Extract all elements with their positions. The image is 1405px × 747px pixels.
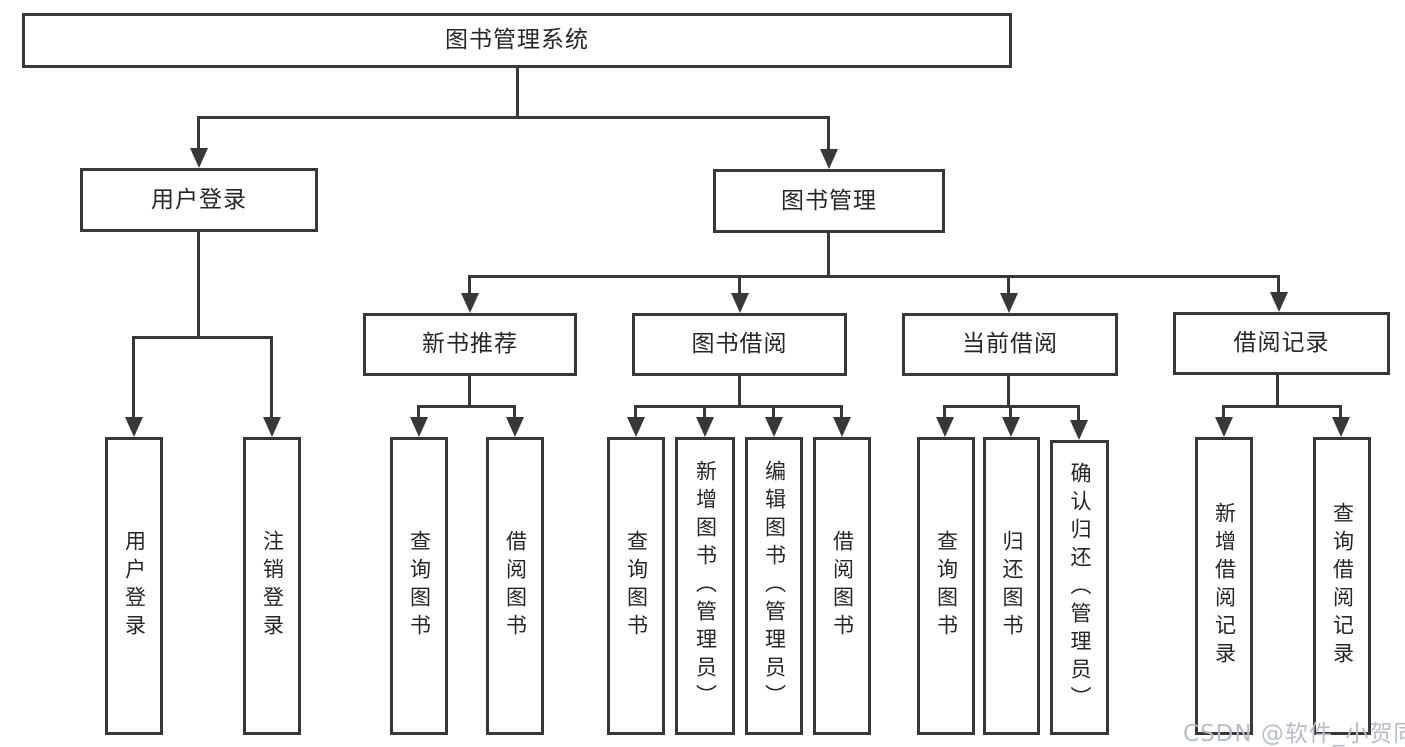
connector-rec-query-drop <box>417 405 420 421</box>
connector-cb-confirm-drop <box>1077 405 1080 424</box>
connector-new-book-rec-rail <box>417 405 516 408</box>
connector-book-borrow-drop <box>738 275 741 297</box>
node-book-management-system: 图书管理系统 <box>22 13 1012 68</box>
connector-book-mgmt-stem <box>827 233 830 277</box>
connector-br-add-drop <box>1222 405 1225 421</box>
arrowhead-bb-borrow <box>833 417 851 437</box>
leaf-cb-confirm-return-admin: 确认归还（管理员） <box>1050 440 1109 735</box>
arrowhead-bb-add <box>696 417 714 437</box>
connector-logout-leaf-drop <box>270 336 273 421</box>
connector-root-stem <box>516 68 519 119</box>
leaf-cb-query-books: 查询图书 <box>917 437 975 735</box>
leaf-bb-borrow-books: 借阅图书 <box>813 437 871 735</box>
arrowhead-borrow-records <box>1270 292 1288 312</box>
arrowhead-bb-query <box>627 417 645 437</box>
csdn-watermark: CSDN @软件_小贺同学 <box>1183 721 1405 747</box>
leaf-rec-query-books: 查询图书 <box>390 437 448 735</box>
leaf-rec-borrow-books: 借阅图书 <box>486 437 544 735</box>
arrowhead-logout-leaf <box>263 417 281 437</box>
connector-bb-edit-drop <box>772 405 775 421</box>
leaf-bb-edit-books-admin: 编辑图书（管理员） <box>745 437 803 735</box>
leaf-cb-return-books: 归还图书 <box>983 437 1040 735</box>
node-book-borrow: 图书借阅 <box>632 313 847 376</box>
connector-level2-rail <box>197 116 830 119</box>
leaf-logout-login: 注销登录 <box>243 437 301 735</box>
connector-new-book-rec-drop <box>468 275 471 297</box>
node-current-borrow: 当前借阅 <box>902 313 1118 376</box>
connector-borrow-records-stem <box>1276 375 1279 407</box>
connector-borrow-records-drop <box>1277 275 1280 296</box>
connector-current-borrow-stem <box>1007 376 1010 407</box>
connector-user-login-rail <box>132 336 273 339</box>
connector-login-leaf-drop <box>132 336 135 421</box>
arrowhead-user-login <box>190 148 208 168</box>
arrowhead-cb-confirm <box>1070 420 1088 440</box>
connector-bb-query-drop <box>634 405 637 421</box>
arrowhead-new-book-rec <box>461 293 479 313</box>
connector-bb-add-drop <box>703 405 706 421</box>
leaf-br-add-record: 新增借阅记录 <box>1195 437 1253 735</box>
connector-borrow-records-rail <box>1222 405 1342 408</box>
arrowhead-cb-return <box>1002 417 1020 437</box>
connector-cb-query-drop <box>943 405 946 421</box>
leaf-user-login: 用户登录 <box>105 437 163 735</box>
node-user-login: 用户登录 <box>80 168 318 232</box>
arrowhead-cb-query <box>936 417 954 437</box>
connector-cb-return-drop <box>1009 405 1012 421</box>
connector-rec-borrow-drop <box>513 405 516 421</box>
node-new-book-rec: 新书推荐 <box>363 313 577 376</box>
connector-current-borrow-drop <box>1007 275 1010 297</box>
leaf-br-query-record: 查询借阅记录 <box>1313 437 1371 735</box>
arrowhead-login-leaf <box>125 417 143 437</box>
leaf-bb-add-books-admin: 新增图书（管理员） <box>675 437 735 735</box>
arrowhead-br-query <box>1332 417 1350 437</box>
arrowhead-current-borrow <box>1000 293 1018 313</box>
connector-new-book-rec-stem <box>468 376 471 407</box>
arrowhead-rec-query <box>410 417 428 437</box>
connector-book-borrow-stem <box>738 376 741 407</box>
connector-user-login-drop <box>197 116 200 152</box>
node-book-mgmt: 图书管理 <box>713 169 945 233</box>
arrowhead-bb-edit <box>765 417 783 437</box>
connector-level3-rail <box>468 275 1280 278</box>
leaf-bb-query-books: 查询图书 <box>607 437 665 735</box>
arrowhead-book-mgmt <box>820 149 838 169</box>
arrowhead-book-borrow <box>731 293 749 313</box>
node-borrow-records: 借阅记录 <box>1173 312 1390 375</box>
arrowhead-br-add <box>1215 417 1233 437</box>
connector-br-query-drop <box>1339 405 1342 421</box>
connector-user-login-stem <box>197 232 200 338</box>
arrowhead-rec-borrow <box>506 417 524 437</box>
connector-bb-borrow-drop <box>840 405 843 421</box>
connector-book-mgmt-drop <box>827 116 830 152</box>
connector-book-borrow-rail <box>634 405 843 408</box>
